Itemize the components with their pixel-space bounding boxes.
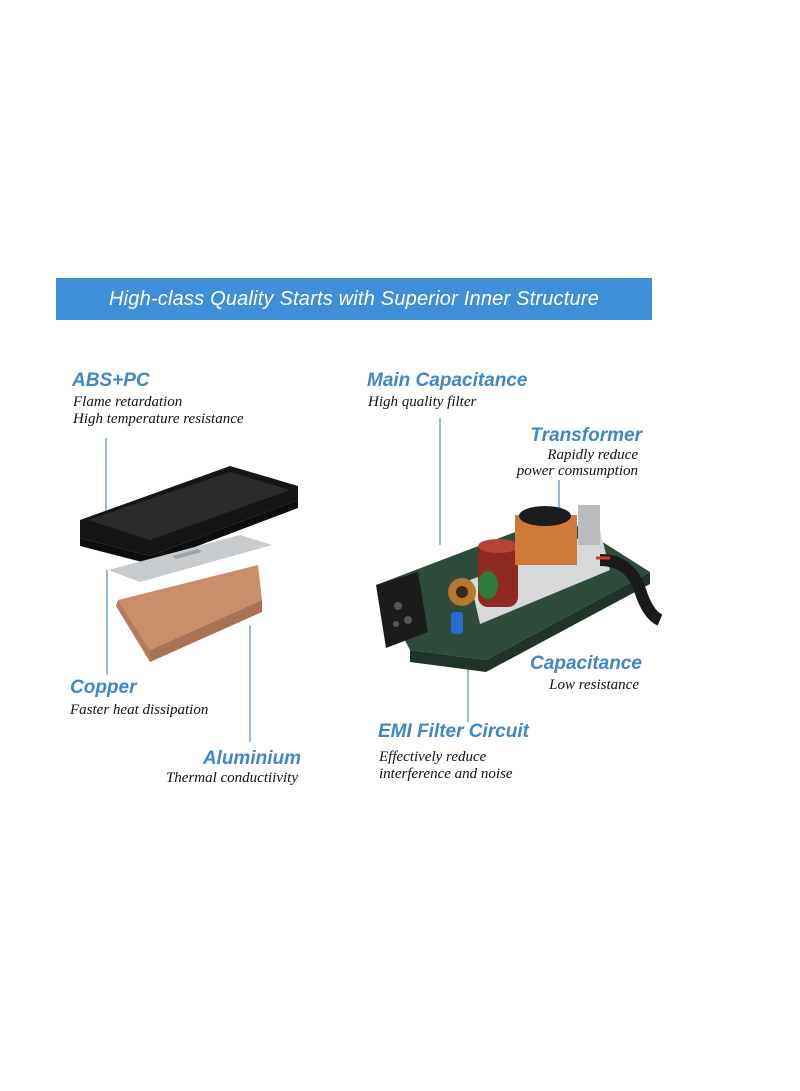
transformer-desc-2: power comsumption [516,463,638,479]
abs-pc-desc-2: High temperature resistance [73,411,244,427]
copper-sheet [118,565,262,650]
emi-filter-desc-2: interference and noise [379,766,513,782]
pcb-illustration [376,505,663,672]
copper-desc: Faster heat dissipation [70,702,209,718]
main-capacitance-title: Main Capacitance [367,370,528,391]
copper-title: Copper [70,677,137,698]
emi-filter-title: EMI Filter Circuit [378,721,529,742]
aluminium-title: Aluminium [202,748,301,769]
banner-title: High-class Quality Starts with Superior … [108,287,600,310]
transformer-title: Transformer [530,425,642,446]
enclosure-illustration [80,466,298,662]
abs-cover-top [88,472,290,540]
aluminium-sheet [108,535,272,582]
title-banner: High-class Quality Starts with Superior … [56,278,652,320]
output-cable [599,554,663,626]
capacitance-desc: Low resistance [549,677,639,693]
capacitance-component [451,612,463,634]
abs-pc-desc-1: Flame retardation [73,394,183,410]
transformer-desc-1: Rapidly reduce [547,447,638,463]
ac-socket [376,572,428,648]
abs-pc-title: ABS+PC [72,370,150,391]
aluminium-desc: Thermal conductiivity [165,770,298,786]
main-capacitance-desc: High quality filter [368,394,477,410]
capacitance-title: Capacitance [530,653,642,674]
emi-filter-desc-1: Effectively reduce [379,749,487,765]
